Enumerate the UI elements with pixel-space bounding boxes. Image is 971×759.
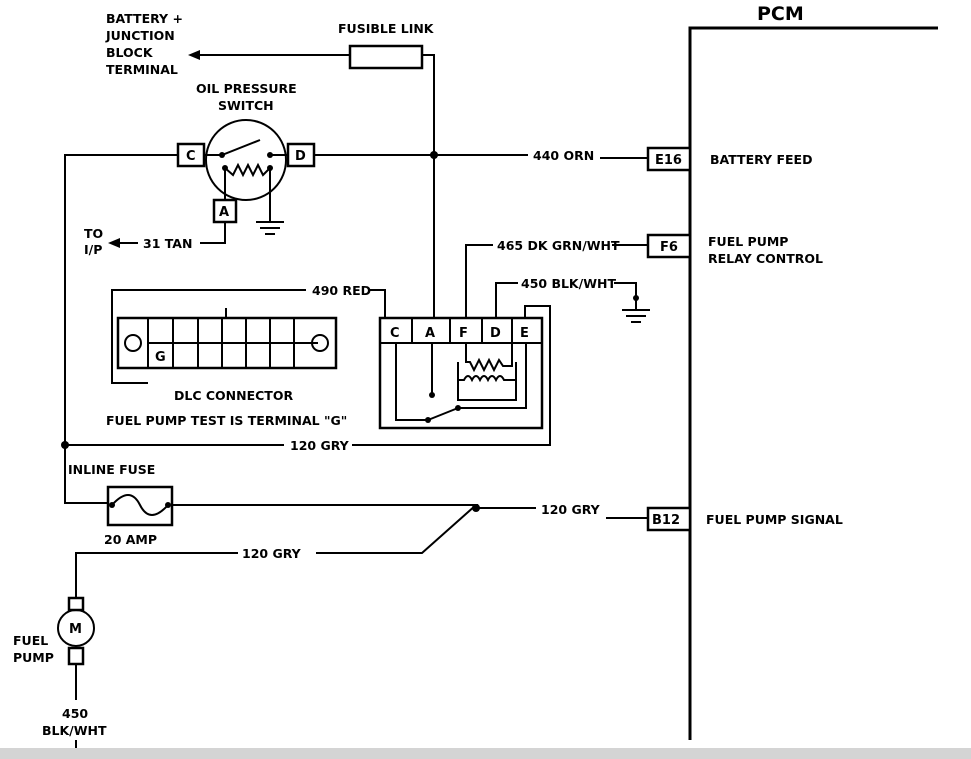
- bottom-bar: [0, 748, 971, 759]
- fusible-link-label: FUSIBLE LINK: [338, 21, 435, 36]
- relay-pin-e-wire: [352, 305, 551, 446]
- relay-control-circuit: 465 DK GRN/WHT F6 FUEL PUMP RELAY CONTRO…: [465, 233, 823, 318]
- svg-text:E16: E16: [655, 153, 682, 168]
- battery-label-line4: TERMINAL: [106, 62, 178, 77]
- pcm-module: PCM: [688, 3, 938, 740]
- arrow-left-icon: [188, 50, 200, 60]
- battery-feed-label: BATTERY FEED: [710, 152, 812, 167]
- wire-440-orn: 440 ORN: [533, 148, 594, 163]
- switch-c-wire: [64, 154, 178, 504]
- relay-control-label-line2: RELAY CONTROL: [708, 251, 823, 266]
- fuel-pump-motor: 120 GRY M FUEL PUMP 450 BLK/WHT: [13, 546, 302, 752]
- battery-feed-circuit: 440 ORN E16 BATTERY FEED: [314, 146, 812, 172]
- fuel-pump-relay: 120 GRY C A F D E: [65, 305, 551, 453]
- ground-symbol: [256, 221, 284, 235]
- switch-pin-d: D: [295, 149, 306, 164]
- wire-450-relay: 450 BLK/WHT: [521, 276, 616, 291]
- fuel-pump-test-note: FUEL PUMP TEST IS TERMINAL "G": [106, 413, 347, 428]
- oil-switch-label-line1: OIL PRESSURE: [196, 81, 297, 96]
- relay-pin-c: C: [390, 326, 400, 341]
- fuel-pump-label-line2: PUMP: [13, 650, 54, 665]
- to-ip-line1: TO: [84, 226, 103, 241]
- relay-ground-circuit: 450 BLK/WHT: [495, 276, 650, 323]
- wire-465: 465 DK GRN/WHT: [497, 238, 620, 253]
- arrow-left-icon: [108, 238, 120, 248]
- battery-label-line3: BLOCK: [106, 45, 154, 60]
- fuse-rating-label: 20 AMP: [104, 532, 157, 547]
- pcm-label: PCM: [757, 3, 804, 25]
- to-ip-line2: I/P: [84, 242, 102, 257]
- oil-pressure-switch: OIL PRESSURE SWITCH C D A 31 TAN TO I/P: [84, 81, 316, 257]
- pcm-pin-e16: [646, 146, 692, 172]
- dlc-connector: 490 RED G DLC CONNECTOR FUEL PUMP TEST I…: [106, 283, 386, 428]
- dlc-pin-g: G: [155, 350, 166, 365]
- inline-fuse: INLINE FUSE 20 AMP: [68, 462, 480, 554]
- switch-pin-a: A: [219, 205, 229, 220]
- battery-junction-block: BATTERY + JUNCTION BLOCK TERMINAL: [105, 11, 350, 77]
- fuel-pump-label-line1: FUEL: [13, 633, 48, 648]
- relay-pin-e: E: [520, 326, 529, 341]
- dlc-connector-label: DLC CONNECTOR: [174, 388, 293, 403]
- wire-490-red: 490 RED: [312, 283, 371, 298]
- switch-body: [205, 119, 287, 201]
- svg-text:F6: F6: [660, 240, 678, 255]
- fuel-pump-signal-label: FUEL PUMP SIGNAL: [706, 512, 843, 527]
- switch-pin-c: C: [186, 149, 196, 164]
- relay-pin-a: A: [425, 326, 435, 341]
- battery-label-line2: JUNCTION: [105, 28, 175, 43]
- motor-m-label: M: [69, 622, 82, 637]
- fuel-pump-signal-circuit: 120 GRY B12 FUEL PUMP SIGNAL: [476, 502, 843, 532]
- relay-pin-f: F: [459, 326, 468, 341]
- pcm-pin-f6: [646, 233, 692, 259]
- relay-control-label-line1: FUEL PUMP: [708, 234, 788, 249]
- wire-120-gry-signal: 120 GRY: [541, 502, 601, 517]
- wire-120-gry-relay: 120 GRY: [290, 438, 350, 453]
- relay-pin-d: D: [490, 326, 501, 341]
- fusible-link-symbol: [348, 44, 424, 70]
- oil-switch-label-line2: SWITCH: [218, 98, 274, 113]
- battery-label-line1: BATTERY +: [106, 11, 183, 26]
- wire-120-gry-pump: 120 GRY: [242, 546, 302, 561]
- inline-fuse-label: INLINE FUSE: [68, 462, 155, 477]
- motor-symbol: [57, 609, 95, 647]
- svg-text:B12: B12: [652, 513, 680, 528]
- ground-symbol: [622, 309, 650, 323]
- wire-31-tan: 31 TAN: [143, 236, 192, 251]
- ground-blk-wht-label: BLK/WHT: [42, 723, 107, 738]
- pcm-pin-b12: [646, 506, 692, 532]
- ground-450-label: 450: [62, 706, 88, 721]
- fusible-link: FUSIBLE LINK: [338, 21, 435, 400]
